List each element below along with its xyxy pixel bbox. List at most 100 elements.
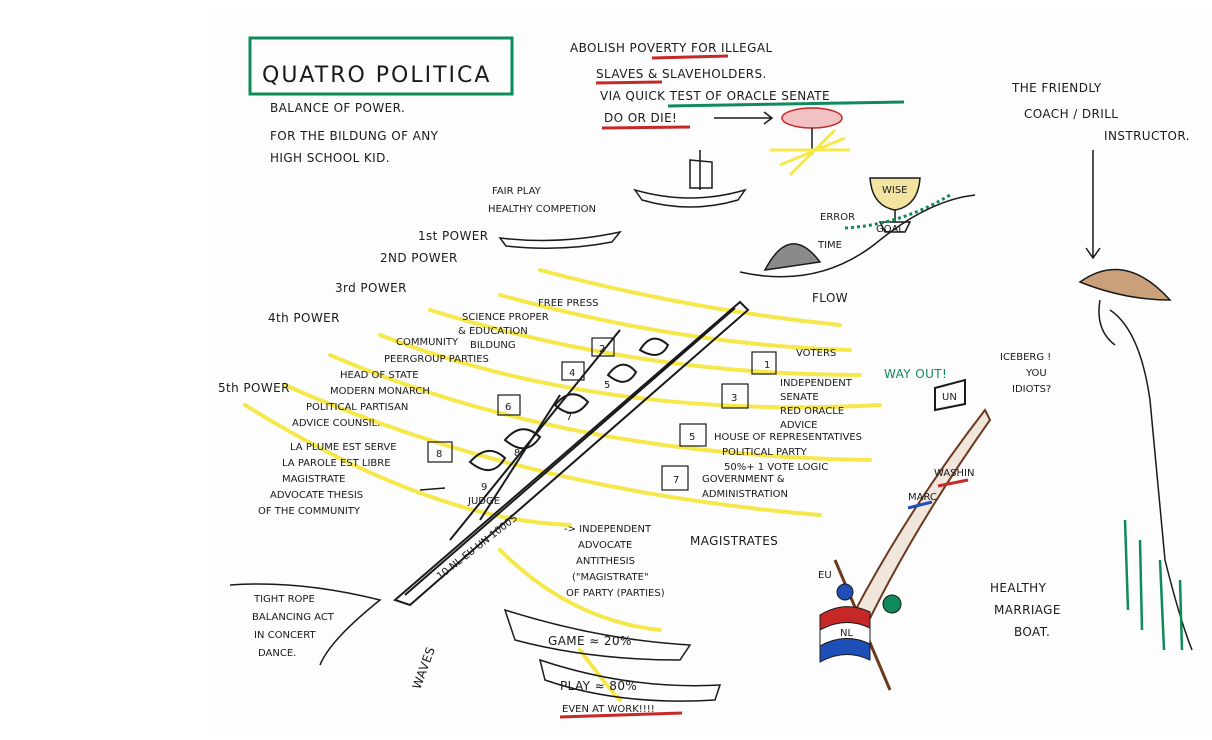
explosion (770, 107, 850, 177)
yellow-arc (283, 383, 822, 517)
number-label: 3 (731, 393, 737, 404)
reed (1178, 579, 1184, 651)
number-label: 7 (566, 412, 572, 423)
number-label: 2 (599, 344, 605, 355)
red-underline (601, 125, 691, 130)
coach-line: INSTRUCTOR. (1104, 129, 1190, 143)
explosion-cloud (781, 107, 843, 129)
galley-hull (498, 230, 622, 249)
reed (1123, 519, 1130, 611)
number-label: 7 (673, 475, 679, 486)
number-box (561, 361, 585, 381)
tight-rope-label: IN CONCERT (254, 630, 316, 641)
river (739, 194, 976, 278)
play-label: PLAY ≈ 80% (560, 679, 637, 693)
subtitle-line: BALANCE OF POWER. (270, 101, 405, 115)
free-press-label: FREE PRESS (538, 298, 599, 309)
green-bottle (882, 594, 902, 614)
advocate-label: -> INDEPENDENT (564, 524, 652, 535)
oar-text: 10 NL EU UN 1000S (435, 513, 520, 582)
slogan-line: DO OR DIE! (604, 111, 677, 125)
yellow-arc (498, 548, 662, 632)
number-box (721, 383, 749, 409)
la-plume-label: LA PLUME EST SERVE (290, 442, 397, 453)
iceberg-label: ICEBERG ! (1000, 352, 1051, 363)
senate-label: RED ORACLE (780, 406, 844, 417)
washing-label: WASHIN (934, 468, 974, 479)
green-underline (667, 100, 905, 108)
yellow-arc (428, 308, 862, 377)
boat-caption: HEALTHY (990, 581, 1047, 595)
trophy-bowl (869, 177, 921, 211)
science-label: BILDUNG (470, 340, 516, 351)
senate-label: INDEPENDENT (780, 378, 853, 389)
ship-hull (633, 188, 747, 208)
number-box (591, 337, 615, 357)
time-label: TIME (817, 240, 842, 251)
reed (1158, 559, 1166, 651)
la-plume-label: MAGISTRATE (282, 474, 345, 485)
ink-lines (229, 111, 1101, 702)
marc-stripe (907, 500, 933, 510)
game-label: GAME ≈ 20% (548, 634, 632, 648)
science-label: & EDUCATION (458, 326, 528, 337)
yellow-arc (378, 333, 882, 410)
galley-ship (633, 150, 747, 208)
government-label: ADMINISTRATION (702, 489, 788, 500)
marriage-boat (833, 378, 992, 691)
un-flag-label: UN (942, 392, 957, 403)
rowing-boat (393, 300, 750, 607)
arrow-coach-down (1085, 150, 1101, 260)
power-label: 4th POWER (268, 311, 340, 325)
slogan-line: VIA QUICK TEST OF ORACLE SENATE (600, 89, 830, 103)
flow-label: FLOW (812, 291, 848, 305)
voters-label: VOTERS (796, 348, 836, 359)
un-flag (934, 378, 966, 412)
science-label: SCIENCE PROPER (462, 312, 549, 323)
number-label: 8 (514, 448, 520, 459)
work-label: EVEN AT WORK!!!! (562, 704, 655, 715)
way-out-label: WAY OUT! (884, 367, 947, 381)
waves-label: WAVES (410, 645, 438, 691)
yellow-arc (243, 403, 572, 527)
title-box (248, 36, 514, 96)
rower (606, 363, 638, 383)
community-label: COMMUNITY (396, 337, 459, 348)
red-underline (559, 711, 683, 719)
rower (503, 428, 542, 450)
arrow-to-explosion (714, 111, 774, 125)
power-label: 2ND POWER (380, 251, 458, 265)
small-galley (498, 230, 622, 249)
nl-flag-blue (819, 638, 871, 663)
la-plume-label: OF THE COMMUNITY (258, 506, 361, 517)
number-box (497, 394, 521, 416)
yellow-arcs (243, 268, 882, 702)
trophy-cup (869, 177, 921, 233)
boat-caption: MARRIAGE (994, 603, 1061, 617)
green-reeds (1123, 519, 1184, 651)
advocate-label: OF PARTY (PARTIES) (566, 588, 665, 599)
underlines (559, 54, 905, 719)
head-of-state-label: MODERN MONARCH (330, 386, 430, 397)
coach-figure (1078, 268, 1193, 651)
rock-island (739, 194, 976, 278)
page-title: QUATRO POLITICA (262, 63, 491, 88)
boat-side (838, 408, 992, 652)
rower (638, 337, 670, 356)
tight-rope-label: DANCE. (258, 648, 296, 659)
head-of-state-label: HEAD OF STATE (340, 370, 419, 381)
number-box (427, 441, 453, 463)
rock (763, 243, 822, 271)
trophy-bottom-label: GOAL (876, 224, 904, 235)
boat-hull (393, 300, 750, 607)
subtitle-line: HIGH SCHOOL KID. (270, 151, 390, 165)
slogan-line: ABOLISH POVERTY FOR ILLEGAL (570, 41, 773, 55)
senate-label: ADVICE (780, 420, 817, 431)
number-label: 8 (436, 449, 442, 460)
rower (468, 450, 507, 471)
boat-inner (404, 307, 736, 596)
green-dotted-river (844, 193, 951, 230)
yellow-arc (328, 353, 872, 462)
